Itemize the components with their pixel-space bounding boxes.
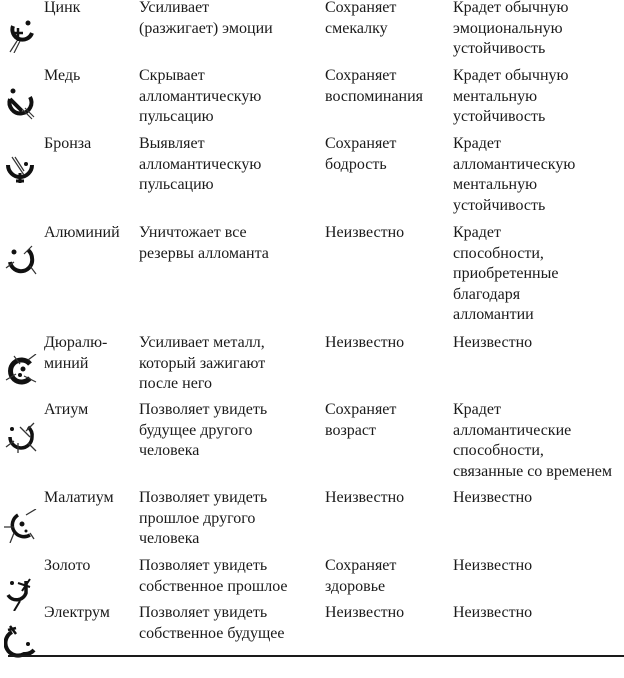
metal-steals: Неизвестно xyxy=(453,489,533,506)
metal-effect: Позволяет увидеть собственное будущее xyxy=(139,604,285,642)
metal-preserves: Сохраняет возраст xyxy=(325,401,397,439)
metal-effect: Скрывает алломантическую пульсацию xyxy=(139,67,262,126)
metal-effect: Позволяет увидеть прошлое другого челове… xyxy=(139,489,268,548)
metal-preserves: Сохраняет здоровье xyxy=(325,557,397,595)
table-bottom-rule xyxy=(8,655,624,657)
metal-effect: Усиливает металл, который зажигают после… xyxy=(139,334,266,393)
metal-effect: Уничтожает все резервы алломанта xyxy=(139,224,269,262)
metal-name: Цинк xyxy=(44,0,81,16)
gold-symbol-icon xyxy=(4,556,38,611)
metal-preserves: Неизвестно xyxy=(325,224,405,241)
electrum-symbol-icon xyxy=(4,603,38,658)
metal-name: Алюминий xyxy=(44,224,120,241)
metal-name: Атиум xyxy=(44,401,89,418)
metal-preserves: Неизвестно xyxy=(325,604,405,621)
malatium-symbol-icon xyxy=(4,488,38,543)
aluminum-symbol-icon xyxy=(4,223,38,274)
metal-steals: Крадет алломантическую ментальную устойч… xyxy=(453,135,576,214)
metal-preserves: Сохраняет воспоминания xyxy=(325,67,424,105)
metal-effect: Позволяет увидеть будущее другого челове… xyxy=(139,401,268,460)
atium-symbol-icon xyxy=(4,400,38,453)
metal-steals: Неизвестно xyxy=(453,334,533,351)
bronze-symbol-icon xyxy=(4,134,38,183)
metal-preserves: Неизвестно xyxy=(325,334,405,351)
metal-name: Золото xyxy=(44,557,91,574)
copper-symbol-icon xyxy=(4,66,38,120)
metal-effect: Выявляет алломантическую пульсацию xyxy=(139,135,262,194)
metal-preserves: Неизвестно xyxy=(325,489,405,506)
metal-name: Малатиум xyxy=(44,489,114,506)
metal-steals: Крадет алломантические способности, связ… xyxy=(453,401,612,480)
metal-steals: Неизвестно xyxy=(453,557,533,574)
duralumin-symbol-icon xyxy=(4,333,38,385)
metal-steals: Крадет обычную ментальную устойчивость xyxy=(453,67,569,126)
metal-effect: Позволяет увидеть собственное прошлое xyxy=(139,557,288,595)
metal-steals: Крадет обычную эмоциональную устойчивост… xyxy=(453,0,569,58)
metal-effect: Усиливает (разжигает) эмоции xyxy=(139,0,273,37)
metal-preserves: Сохраняет смекалку xyxy=(325,0,397,37)
metal-preserves: Сохраняет бодрость xyxy=(325,135,397,173)
metal-name: Бронза xyxy=(44,135,92,152)
metal-name: Медь xyxy=(44,67,81,84)
metal-name: Дюралю- миний xyxy=(44,334,108,372)
metal-steals: Неизвестно xyxy=(453,604,533,621)
metal-name: Электрум xyxy=(44,604,110,621)
zinc-symbol-icon xyxy=(4,0,38,53)
metal-steals: Крадет способности, приобретенные благод… xyxy=(453,224,559,324)
